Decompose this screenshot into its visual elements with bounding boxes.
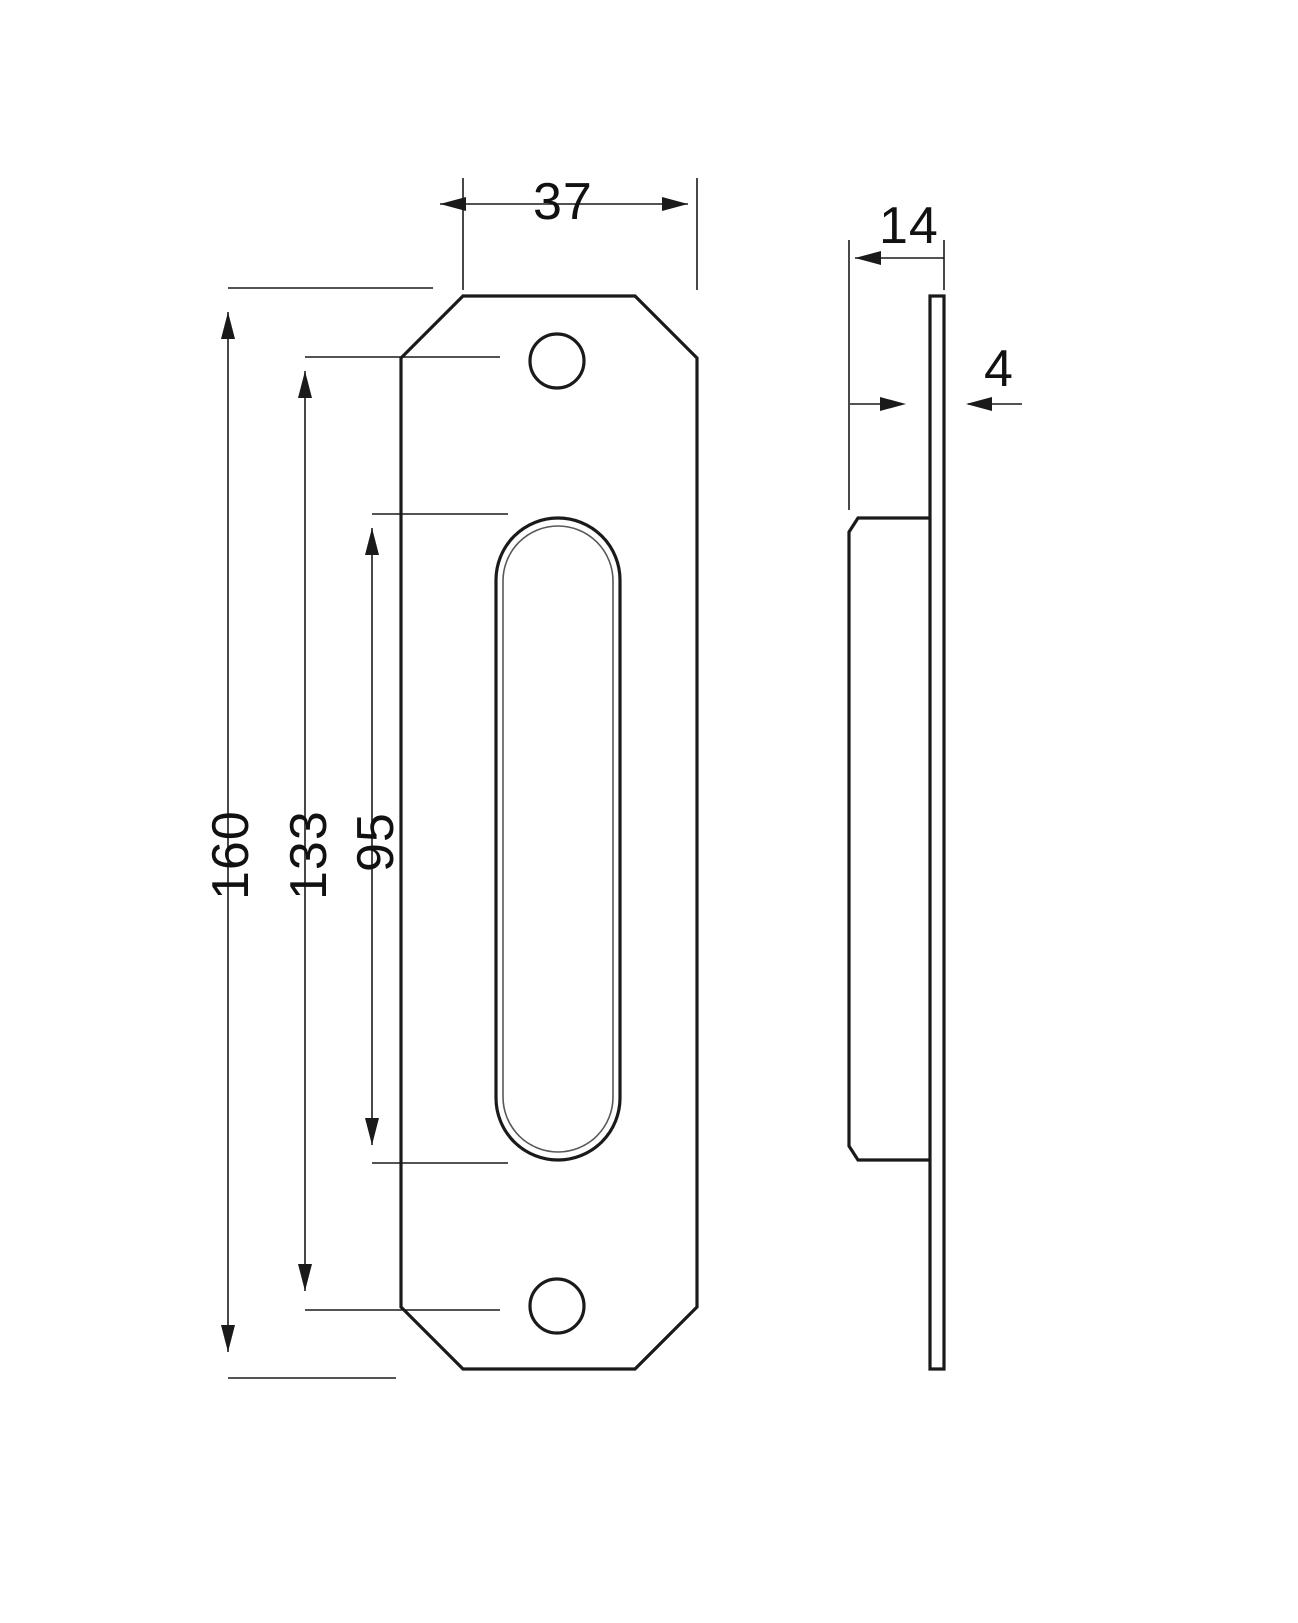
arrow-14-left [855,251,881,265]
arrow-133-top [298,371,312,398]
side-recess-body [847,516,930,1162]
side-plate-face [928,294,946,1371]
dimension-label-recess-95: 95 [347,812,405,872]
arrow-133-bottom [298,1264,312,1291]
arrow-95-top [365,528,379,555]
arrow-width-left [440,197,466,211]
arrow-4-left [880,397,906,411]
dimension-label-height-160: 160 [202,810,260,900]
arrow-160-top [221,312,235,339]
dimension-label-hole-spacing-133: 133 [280,810,338,900]
arrow-95-bottom [365,1118,379,1145]
dimension-label-depth-14: 14 [879,197,939,255]
arrow-width-right [662,197,688,211]
recess-inner [502,525,614,1153]
arrow-4-right [966,397,992,411]
top-screw-hole [528,332,586,390]
front-plate-outline [399,294,699,1371]
dimension-label-width-37: 37 [533,173,593,231]
dimension-label-thickness-4: 4 [984,340,1014,398]
arrow-160-bottom [221,1325,235,1352]
recess-outer [494,516,622,1162]
bottom-screw-hole [528,1277,586,1335]
